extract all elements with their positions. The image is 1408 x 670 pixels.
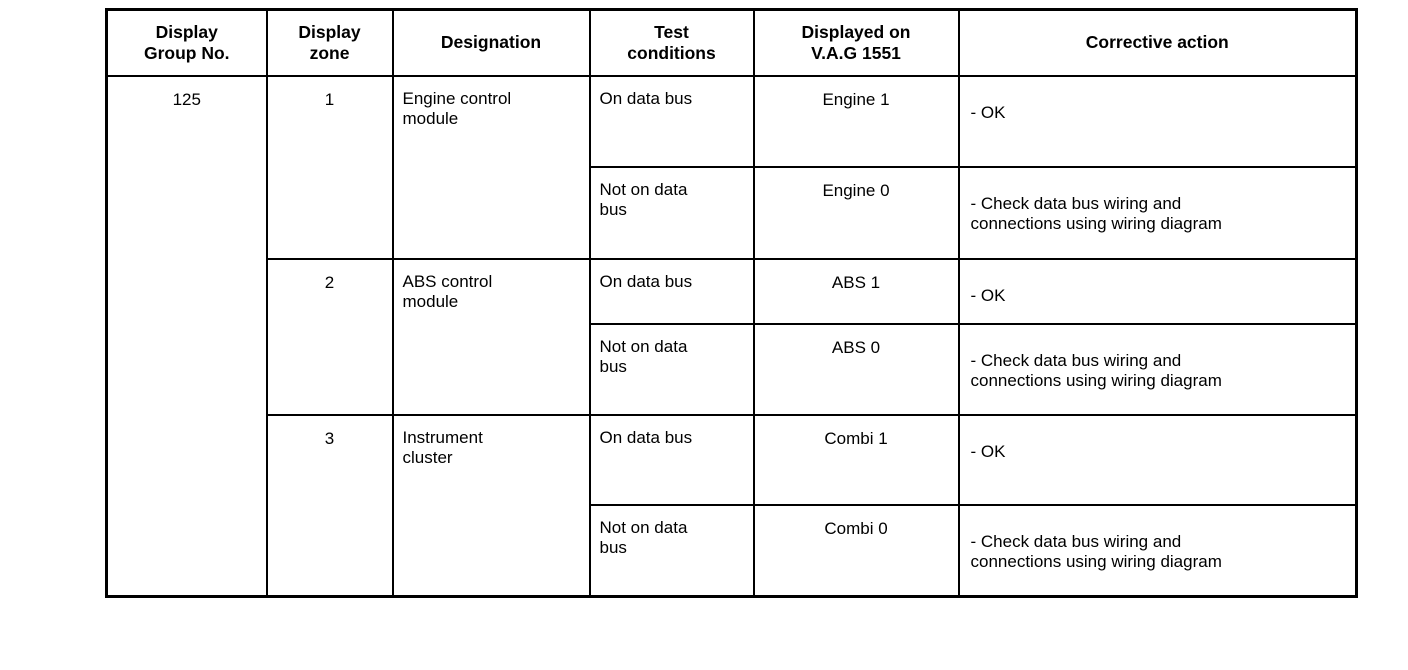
test-condition-cell: On data bus [588,74,755,168]
table-row: 125 1 Engine control module On data bus … [105,74,1358,598]
table-row: Not on data bus Combi 0 - Check data bus… [107,503,1358,598]
group-no-cell: 125 [105,74,268,598]
zone-cell: 2 [265,257,394,416]
displayed-cell: Engine 1 [752,74,960,168]
test-condition-cell: Not on data bus [588,165,755,260]
table-row: 2 ABS control module On data bus ABS 1 -… [107,257,1358,416]
header-row: Display Group No. Display zone Designati… [105,8,1358,77]
displayed-cell: ABS 0 [752,322,960,416]
table-row: Not on data bus ABS 0 - Check data bus w… [107,322,1358,416]
designation-cell: Engine control module [391,74,591,260]
displayed-cell: Engine 0 [752,165,960,260]
corrective-action-cell: - Check data bus wiring and connections … [957,165,1358,260]
displayed-cell: Combi 1 [752,413,960,506]
corrective-action-cell: - Check data bus wiring and connections … [957,503,1358,598]
header-display-group-no: Display Group No. [105,8,268,77]
zone-cell: 3 [265,413,394,598]
table-row: Not on data bus Engine 0 - Check data bu… [107,165,1358,260]
corrective-action-cell: - OK [957,74,1358,168]
header-test-conditions: Test conditions [588,8,755,77]
test-condition-cell: On data bus [588,413,755,506]
corrective-action-cell: - Check data bus wiring and connections … [957,322,1358,416]
header-corrective-action: Corrective action [957,8,1358,77]
corrective-action-cell: - OK [957,257,1358,325]
header-designation: Designation [391,8,591,77]
displayed-cell: Combi 0 [752,503,960,598]
test-condition-cell: Not on data bus [588,322,755,416]
header-display-zone: Display zone [265,8,394,77]
test-condition-cell: Not on data bus [588,503,755,598]
display-group-table: Display Group No. Display zone Designati… [105,8,1358,598]
designation-cell: Instrument cluster [391,413,591,598]
test-condition-cell: On data bus [588,257,755,325]
header-displayed-on: Displayed on V.A.G 1551 [752,8,960,77]
table-row: 3 Instrument cluster On data bus Combi 1… [107,413,1358,598]
designation-cell: ABS control module [391,257,591,416]
displayed-cell: ABS 1 [752,257,960,325]
corrective-action-cell: - OK [957,413,1358,506]
zone-cell: 1 [265,74,394,260]
